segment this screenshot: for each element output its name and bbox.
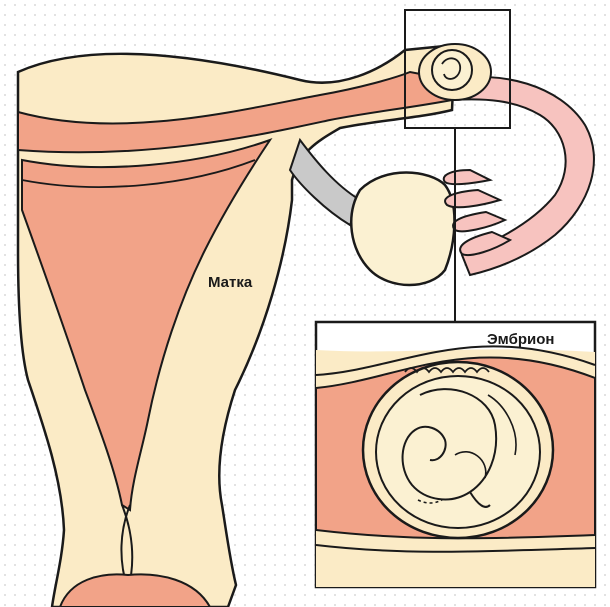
inset-content — [316, 346, 595, 587]
label-embryo: Эмбрион — [487, 331, 554, 348]
ovary — [351, 173, 454, 286]
label-uterus: Матка — [208, 274, 253, 291]
embryo-small — [419, 44, 491, 100]
